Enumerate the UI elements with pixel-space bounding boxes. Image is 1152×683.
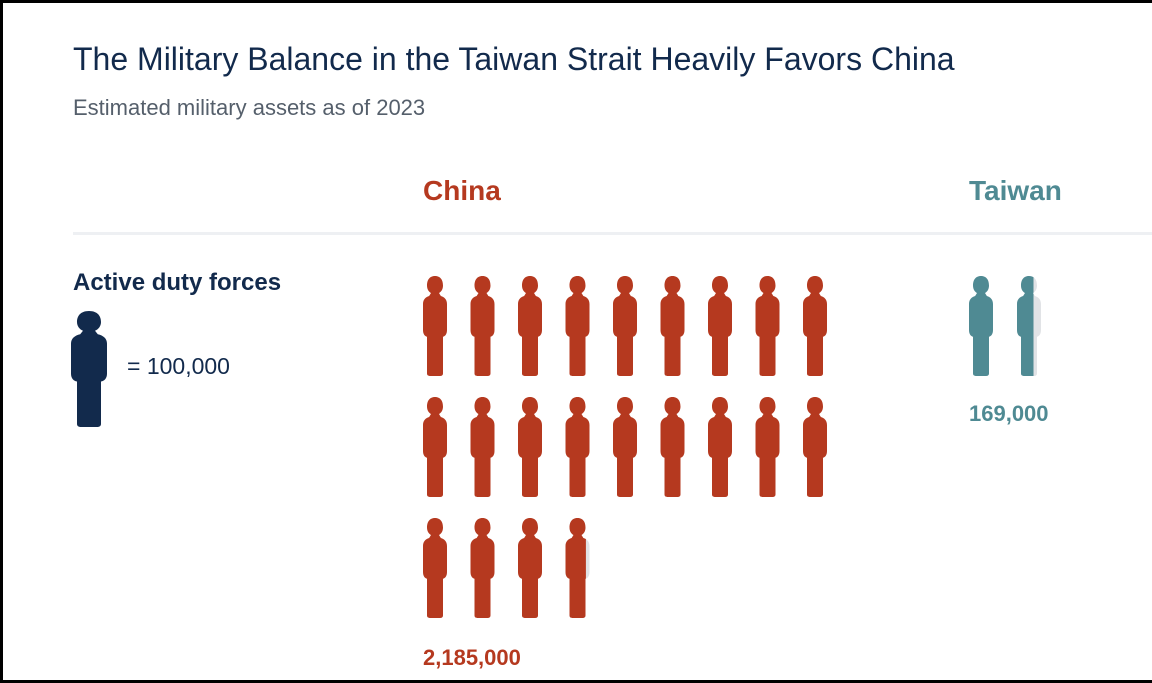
china-column-header: China	[423, 175, 501, 206]
china-person-icon-14	[613, 397, 637, 497]
china-person-icon-5	[613, 276, 637, 376]
china-person-icon-11	[470, 397, 495, 497]
china-person-icon-4	[565, 276, 590, 376]
china-person-icon-15	[660, 397, 685, 497]
metric-label: Active duty forces	[73, 269, 282, 296]
china-person-icon-10	[423, 397, 447, 497]
china-person-icon-7	[708, 276, 732, 376]
chart-title: The Military Balance in the Taiwan Strai…	[73, 41, 955, 77]
china-person-icon-18	[803, 397, 827, 497]
china-person-icon-2	[470, 276, 495, 376]
china-person-icon-16	[708, 397, 732, 497]
china-person-icon-8	[755, 276, 780, 376]
china-person-icon-19	[423, 518, 447, 618]
pictograph	[423, 276, 1041, 619]
china-person-icon-3	[518, 276, 542, 376]
china-person-icon-12	[518, 397, 542, 497]
taiwan-person-icon-2	[1017, 276, 1041, 377]
china-person-icon-21	[518, 518, 542, 618]
legend-person-shape	[71, 311, 107, 427]
china-person-icon-17	[755, 397, 780, 497]
legend-text: = 100,000	[127, 353, 230, 379]
taiwan-value: 169,000	[969, 401, 1049, 426]
china-person-icon-22	[565, 518, 590, 619]
china-person-icon-13	[565, 397, 590, 497]
china-value: 2,185,000	[423, 645, 521, 670]
taiwan-person-icon-1	[969, 276, 993, 376]
legend-person-icon	[71, 311, 107, 427]
china-person-icon-9	[803, 276, 827, 376]
china-pictograph	[423, 276, 827, 619]
taiwan-pictograph	[969, 276, 1041, 377]
header-divider	[73, 232, 1152, 235]
china-person-icon-6	[660, 276, 685, 376]
chart-subtitle: Estimated military assets as of 2023	[73, 95, 426, 120]
china-person-icon-20	[470, 518, 495, 618]
china-person-icon-1	[423, 276, 447, 376]
taiwan-column-header: Taiwan	[969, 175, 1062, 206]
